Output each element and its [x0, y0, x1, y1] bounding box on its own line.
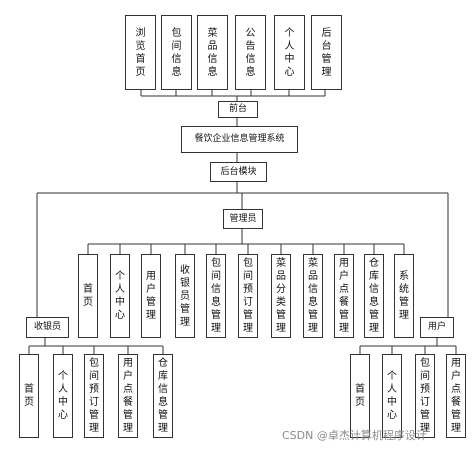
system-node: 餐饮企业信息管理系统 [181, 126, 298, 153]
admin-module-personal-center: 个人中心 [110, 254, 130, 338]
cashier-module-label: 用户点餐管理 [123, 358, 133, 434]
admin-module-label: 菜品信息管理 [308, 258, 318, 334]
user-label: 用户 [427, 322, 446, 332]
admin-label: 管理员 [229, 213, 257, 224]
user-module-label: 个人中心 [387, 371, 397, 421]
top-module-browse-home: 浏览首页 [125, 15, 156, 90]
admin-module-room-info-management: 包间信息管理 [206, 254, 226, 338]
admin-module-label: 包间预订管理 [243, 258, 253, 334]
admin-module-label: 收银员管理 [180, 264, 190, 328]
user-module-label: 用户点餐管理 [451, 358, 461, 434]
user-node: 用户 [420, 317, 454, 338]
cashier-module-user-order-management: 用户点餐管理 [118, 354, 138, 438]
top-module-notice-info: 公告信息 [235, 15, 266, 90]
frontend-node: 前台 [218, 101, 258, 118]
admin-module-label: 包间信息管理 [211, 258, 221, 334]
admin-module-warehouse-info-management: 仓库信息管理 [364, 254, 384, 338]
user-module-personal-center: 个人中心 [382, 354, 402, 438]
admin-module-room-booking-management: 包间预订管理 [238, 254, 258, 338]
top-module-label: 包间信息 [171, 27, 182, 78]
admin-module-label: 菜品分类管理 [276, 258, 286, 334]
top-module-label: 公告信息 [245, 27, 256, 78]
admin-module-cashier-management: 收银员管理 [175, 254, 195, 338]
admin-module-user-management: 用户管理 [141, 254, 161, 338]
cashier-module-home: 首页 [19, 354, 39, 438]
cashier-module-label: 仓库信息管理 [158, 358, 168, 434]
admin-module-label: 首页 [83, 284, 93, 308]
system-label: 餐饮企业信息管理系统 [194, 134, 285, 144]
backend-label: 后台模块 [220, 166, 257, 177]
admin-module-system-management: 系统管理 [394, 254, 414, 338]
top-module-label: 菜品信息 [207, 27, 218, 78]
admin-module-label: 用户点餐管理 [339, 258, 349, 334]
top-module-dish-info: 菜品信息 [197, 15, 228, 90]
top-module-personal-center: 个人中心 [274, 15, 305, 90]
admin-module-home: 首页 [78, 254, 98, 338]
top-module-backend-admin: 后台管理 [311, 15, 342, 90]
admin-module-dish-info-management: 菜品信息管理 [303, 254, 323, 338]
cashier-module-label: 个人中心 [58, 371, 68, 421]
admin-node: 管理员 [223, 209, 263, 229]
top-module-label: 个人中心 [284, 27, 295, 78]
cashier-module-room-booking-management: 包间预订管理 [84, 354, 104, 438]
user-module-user-order-management: 用户点餐管理 [446, 354, 466, 438]
cashier-node: 收银员 [26, 317, 69, 338]
user-module-label: 首页 [355, 384, 365, 408]
top-module-label: 浏览首页 [135, 27, 146, 78]
admin-module-label: 用户管理 [146, 271, 156, 321]
user-module-home: 首页 [350, 354, 370, 438]
admin-module-user-order-management: 用户点餐管理 [334, 254, 354, 338]
user-module-room-booking-management: 包间预订管理 [415, 354, 435, 438]
cashier-module-label: 包间预订管理 [89, 358, 99, 434]
backend-node: 后台模块 [210, 162, 267, 182]
top-module-room-info: 包间信息 [161, 15, 192, 90]
admin-module-dish-category-management: 菜品分类管理 [271, 254, 291, 338]
frontend-label: 前台 [228, 104, 247, 114]
cashier-module-warehouse-info-management: 仓库信息管理 [153, 354, 173, 438]
cashier-module-label: 首页 [24, 384, 34, 408]
user-module-label: 包间预订管理 [420, 358, 430, 434]
top-module-label: 后台管理 [321, 27, 332, 78]
admin-module-label: 系统管理 [399, 271, 409, 321]
cashier-module-personal-center: 个人中心 [53, 354, 73, 438]
admin-module-label: 仓库信息管理 [369, 258, 379, 334]
admin-module-label: 个人中心 [115, 271, 125, 321]
cashier-label: 收银员 [33, 322, 61, 332]
watermark-text: CSDN @卓杰计算机程序设计 [282, 429, 427, 442]
